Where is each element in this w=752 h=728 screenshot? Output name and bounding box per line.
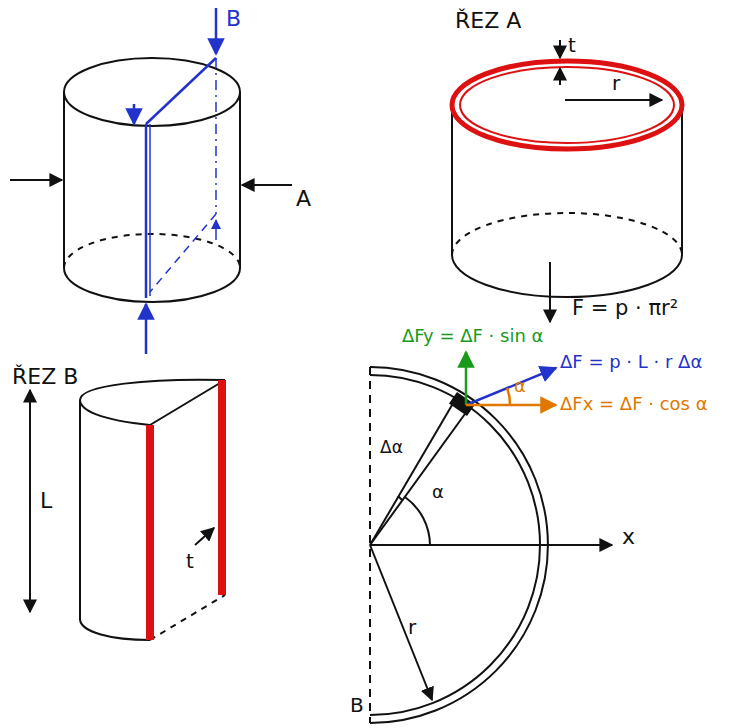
formula: F = p · πr² (572, 296, 678, 320)
cut-plane-b (134, 8, 216, 354)
section-title: ŘEZ A (455, 8, 521, 33)
dimension-label: t (568, 34, 576, 57)
dimension-label: r (408, 616, 416, 639)
section-marker: A (296, 186, 311, 211)
dimension-label: r (612, 72, 620, 95)
half-ring (370, 367, 612, 723)
force-vectors (466, 352, 556, 405)
angle-label: Δα (380, 438, 403, 458)
cylinder (10, 58, 292, 302)
section-a (452, 40, 682, 322)
dimension-label: t (186, 550, 194, 573)
axis-label: x (622, 524, 635, 549)
section-b (30, 380, 225, 640)
section-marker: B (350, 694, 364, 717)
angle-label: α (432, 482, 444, 503)
section-marker: B (226, 6, 241, 31)
formula: ΔF = p · L · r Δα (560, 352, 702, 373)
angle-label: α (514, 376, 526, 397)
formula: ΔFy = ΔF · sin α (402, 326, 543, 347)
section-title: ŘEZ B (12, 364, 78, 389)
dimension-label: L (40, 488, 52, 513)
formula: ΔFx = ΔF · cos α (560, 394, 708, 415)
